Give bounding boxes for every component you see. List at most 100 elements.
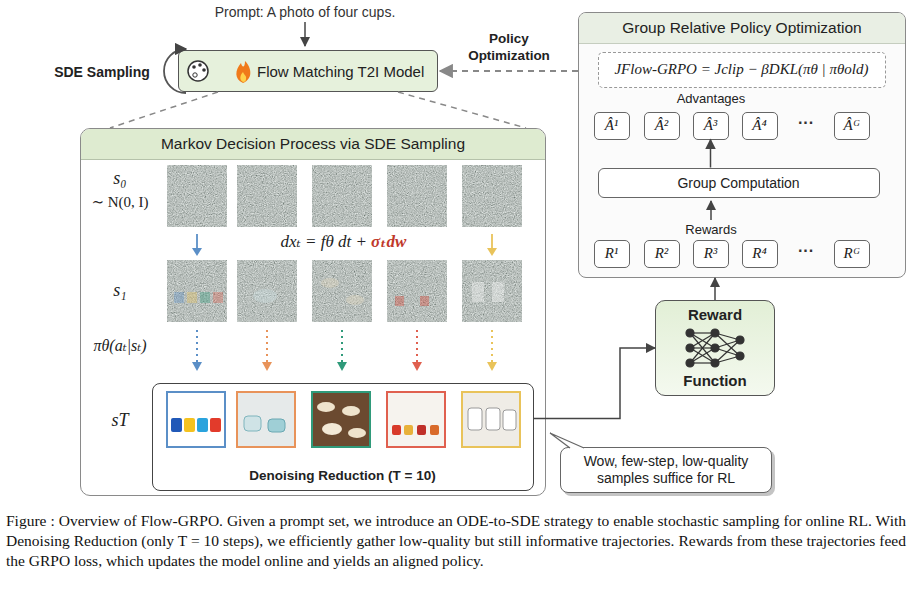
sample-image bbox=[322, 423, 342, 435]
node-text: R³ bbox=[704, 245, 718, 262]
node-text: Reward bbox=[688, 306, 742, 323]
network-icon bbox=[715, 340, 740, 363]
state-label: ∼ N(0, I) bbox=[91, 193, 148, 211]
prompt-text: Prompt: A photo of four cups. bbox=[215, 4, 396, 20]
zoom-line bbox=[110, 92, 526, 128]
flow-arrow bbox=[710, 140, 712, 168]
policy-label: πθ(aₜ|sₜ) bbox=[93, 336, 146, 355]
faint-cups bbox=[187, 292, 197, 303]
network-icon bbox=[686, 359, 694, 367]
faint-cups bbox=[420, 296, 429, 306]
sample-image bbox=[462, 392, 520, 447]
sample-image bbox=[392, 425, 401, 435]
network-icon bbox=[690, 347, 715, 348]
flame-icon bbox=[240, 72, 246, 82]
sample-image bbox=[404, 425, 413, 435]
callout-tail bbox=[550, 433, 584, 448]
model-box: Flow Matching T2I Model bbox=[178, 50, 438, 92]
step-arrow bbox=[196, 330, 198, 363]
network-icon bbox=[686, 329, 694, 337]
noise-image bbox=[237, 260, 297, 322]
noise-image bbox=[237, 165, 297, 227]
faint-cups bbox=[346, 295, 364, 305]
noise-image bbox=[167, 260, 227, 322]
palette-icon bbox=[202, 68, 206, 72]
step-arrow bbox=[491, 330, 493, 363]
faint-cups bbox=[395, 296, 404, 306]
faint-cups bbox=[321, 278, 339, 288]
sample-image bbox=[167, 392, 225, 447]
node-text: Wow, few-step, low-quality samples suffi… bbox=[571, 453, 761, 487]
faint-cups bbox=[472, 282, 484, 302]
network-icon bbox=[715, 356, 740, 363]
sample-image bbox=[197, 418, 208, 432]
node-text: R¹ bbox=[605, 245, 619, 262]
step-arrow bbox=[196, 234, 198, 249]
advantage-box: Â⁴ bbox=[742, 112, 778, 140]
sample-image bbox=[342, 406, 360, 416]
node-text: Denoising Reduction (T = 10) bbox=[249, 468, 435, 483]
sample-image bbox=[486, 408, 500, 430]
step-arrow bbox=[487, 362, 497, 371]
network-icon bbox=[690, 362, 715, 363]
reward-box: R⁴ bbox=[742, 240, 778, 268]
network-icon bbox=[690, 333, 715, 363]
sample-image bbox=[184, 418, 195, 432]
node-text: Â⁴ bbox=[752, 117, 766, 134]
grpo-panel: Group Relative Policy OptimizationJFlow-… bbox=[578, 12, 906, 278]
reward-box: R² bbox=[644, 240, 680, 268]
step-arrow bbox=[192, 248, 202, 256]
noise-image bbox=[462, 260, 522, 322]
flame-icon bbox=[236, 61, 250, 83]
dashed-arrow bbox=[440, 70, 578, 72]
noise-image bbox=[387, 165, 447, 227]
network-icon bbox=[736, 352, 744, 360]
noise-image bbox=[167, 165, 522, 322]
sample-image bbox=[210, 418, 221, 432]
advantage-box: Âᴳ bbox=[834, 112, 870, 140]
ellipsis: ··· bbox=[798, 114, 814, 132]
advantage-box: Â³ bbox=[693, 112, 729, 140]
sample-image bbox=[417, 425, 426, 435]
reward-function-box: RewardFunction bbox=[655, 300, 775, 396]
equation-noise-term: σₜdw bbox=[371, 231, 406, 252]
node-text: Â² bbox=[655, 117, 669, 134]
step-arrow bbox=[266, 330, 268, 363]
noise-image bbox=[312, 165, 372, 227]
sde-loop-arrow bbox=[164, 49, 186, 93]
state-label: sT bbox=[111, 410, 128, 431]
network-icon bbox=[715, 333, 740, 356]
sample-box: Denoising Reduction (T = 10) bbox=[152, 383, 534, 491]
node-text: R⁴ bbox=[752, 245, 766, 262]
step-arrow bbox=[337, 362, 347, 371]
faint-cups bbox=[174, 292, 184, 303]
faint-cups bbox=[213, 292, 223, 303]
network-icon bbox=[711, 329, 719, 337]
state-label: s₀ bbox=[113, 168, 126, 189]
sample-image bbox=[237, 392, 295, 447]
sample-image bbox=[171, 418, 182, 432]
noise-image bbox=[387, 260, 447, 322]
prompt-arrow bbox=[304, 22, 306, 46]
step-arrow bbox=[491, 234, 493, 249]
sample-image bbox=[167, 392, 520, 447]
loss-box: JFlow-GRPO = Jclip − βDKL(πθ | πθold) bbox=[598, 52, 886, 88]
network-icon bbox=[690, 348, 715, 363]
node-text: JFlow-GRPO = Jclip − βDKL(πθ | πθold) bbox=[614, 61, 868, 78]
network-icon bbox=[686, 344, 694, 352]
network-icon bbox=[690, 333, 715, 348]
network-icon bbox=[715, 333, 740, 340]
loop-label: SDE Sampling bbox=[54, 64, 150, 80]
node-text: Markov Decision Process via SDE Sampling bbox=[81, 129, 545, 160]
node-text: Group Computation bbox=[677, 175, 799, 191]
palette-icon bbox=[188, 61, 208, 81]
step-arrow bbox=[341, 330, 343, 363]
network-icon bbox=[690, 333, 715, 348]
sample-image bbox=[268, 419, 285, 432]
node-text: Rᴳ bbox=[844, 245, 860, 262]
callout-bubble: Wow, few-step, low-quality samples suffi… bbox=[560, 447, 772, 493]
node-text: Function bbox=[683, 372, 746, 389]
network-icon bbox=[686, 329, 744, 367]
step-arrow bbox=[192, 362, 202, 371]
sample-image bbox=[468, 408, 482, 430]
